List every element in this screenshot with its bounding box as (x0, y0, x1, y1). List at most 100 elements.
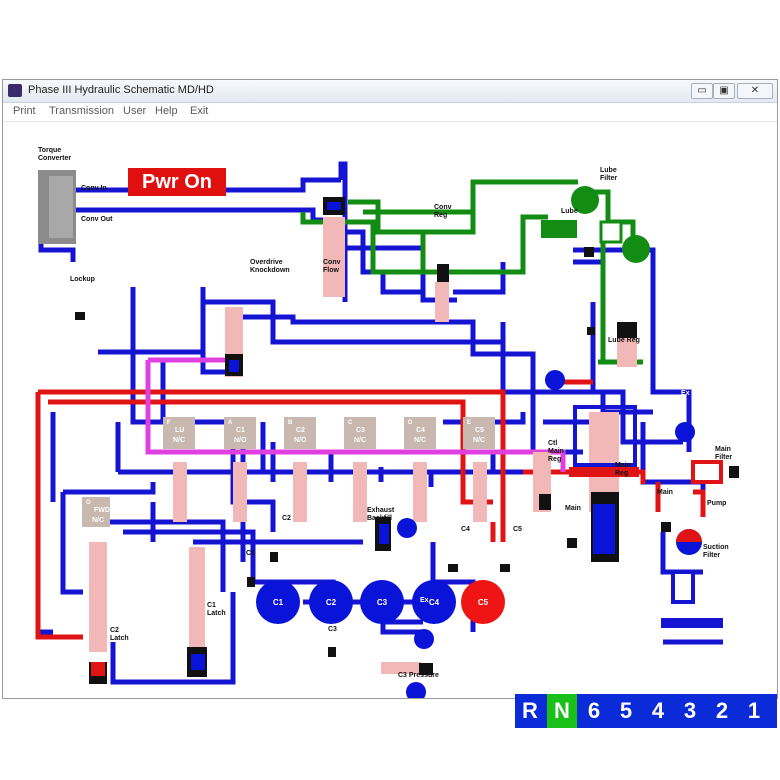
solenoid-state: N/C (473, 437, 485, 444)
control-pressure-lines (145, 357, 566, 472)
label-lube-mid: Lube (561, 208, 578, 215)
lu-valve (173, 462, 187, 522)
main-pressure-lines (35, 161, 723, 685)
main-reg-housing (573, 405, 637, 467)
suction-filter-icon (671, 570, 695, 604)
clutch-label: C2 (326, 598, 337, 607)
label-lube-right: Lube (626, 208, 643, 215)
label-c3-pressure: C3 Pressure (398, 672, 439, 679)
valve-detents (191, 202, 615, 670)
label-c5-port: C5 (513, 526, 522, 533)
conv-flow-valve (323, 217, 345, 297)
clutch-c3-icon[interactable] (360, 580, 404, 624)
solenoid-name: C4 (416, 427, 425, 434)
solenoid-name: LU (175, 427, 184, 434)
title-bar: Phase III Hydraulic Schematic MD/HD ▭ ▣ … (3, 80, 777, 103)
close-button[interactable]: ✕ (737, 83, 773, 99)
clutch-c1-icon[interactable] (256, 580, 300, 624)
torque-converter-icon (38, 170, 76, 244)
gear-4[interactable]: 4 (651, 698, 665, 723)
cooler-icon (541, 220, 577, 238)
conv-reg-valve (435, 282, 449, 322)
gear-2[interactable]: 2 (715, 698, 729, 723)
label-conv-in: Conv In (81, 185, 107, 192)
label-lube-reg: Lube Reg (608, 337, 640, 344)
solenoid-name: C5 (475, 427, 484, 434)
gear-selector: R N 6 5 4 3 2 1 (515, 694, 777, 728)
c5-valve (473, 462, 487, 522)
solenoid-state: N/C (414, 437, 426, 444)
label-ex-1: Ex (551, 338, 560, 345)
solenoid-letter: A (228, 420, 233, 426)
c4-valve (413, 462, 427, 522)
menu-exit[interactable]: Exit (190, 105, 209, 117)
clutch-c2-icon[interactable] (309, 580, 353, 624)
solenoid-name: C2 (296, 427, 305, 434)
main-filter-cap-icon (729, 466, 739, 478)
minimize-button[interactable]: ▭ (691, 83, 713, 99)
main-filter-icon (691, 460, 723, 484)
label-main-reg: Main Reg (615, 462, 631, 477)
menu-help[interactable]: Help (155, 105, 178, 117)
label-ex-3: Ex (403, 486, 412, 493)
port-markers (75, 312, 671, 657)
clutch-c5-icon[interactable] (461, 580, 505, 624)
label-c2-latch: C2 Latch (110, 627, 129, 642)
gear-3[interactable]: 3 (683, 698, 697, 723)
label-lube-filter: Lube Filter (600, 167, 618, 182)
ex-4-icon (414, 629, 434, 649)
gear-r[interactable]: R (522, 698, 538, 723)
label-sw: Sw (411, 650, 422, 657)
menu-transmission[interactable]: Transmission (49, 105, 114, 117)
lube-right-icon (622, 235, 650, 263)
label-conv-flow: Conv Flow (323, 259, 341, 274)
label-c2-port: C2 (282, 515, 291, 522)
solenoid-state: N/C (354, 437, 366, 444)
solenoid-state: N/O (294, 437, 307, 444)
label-main-filter: Main Filter (715, 446, 733, 461)
solenoid-state: N/C (173, 437, 185, 444)
menu-print[interactable]: Print (13, 105, 36, 117)
clutch-label: C5 (478, 598, 489, 607)
gear-n[interactable]: N (547, 694, 577, 728)
sw-icon (406, 682, 426, 698)
c1-latch-valve (189, 547, 205, 647)
label-conv-out: Conv Out (81, 216, 113, 223)
gear-5[interactable]: 5 (619, 698, 633, 723)
clutch-c4-icon[interactable] (412, 580, 456, 624)
c3-valve (353, 462, 367, 522)
ex-1-icon (545, 370, 565, 390)
ex-2-icon (675, 422, 695, 442)
c1-valve (233, 462, 247, 522)
label-conv-reg: Conv Reg (434, 204, 452, 219)
label-c1-port: C1 (246, 550, 255, 557)
app-icon (8, 84, 22, 97)
gear-6[interactable]: 6 (587, 698, 601, 723)
label-exhaust-backfill: Exhaust Backfill (367, 507, 395, 522)
gear-1[interactable]: 1 (747, 698, 761, 723)
power-status-badge[interactable]: Pwr On (128, 168, 226, 196)
solenoid-state: N/O (234, 437, 247, 444)
solenoid-bodies (82, 417, 495, 527)
label-cooler: Cooler (545, 190, 568, 197)
lube-mid-cap-icon (584, 247, 594, 257)
solenoid-letter: F (167, 420, 171, 426)
label-main-left: Main (565, 505, 581, 512)
lube-top-icon (571, 186, 599, 214)
restore-button[interactable]: ▣ (713, 83, 735, 99)
lube-filter-icon (599, 220, 623, 244)
label-c3-port: C3 (328, 626, 337, 633)
app-window: Phase III Hydraulic Schematic MD/HD ▭ ▣ … (2, 79, 778, 728)
ex-3-icon (397, 518, 417, 538)
label-c1-latch: C1 Latch (207, 602, 226, 617)
solenoid-name: C3 (356, 427, 365, 434)
label-suction-filter: Suction Filter (703, 544, 729, 559)
solenoid-letter: C (348, 420, 353, 426)
solenoid-letter: D (408, 420, 413, 426)
menu-user[interactable]: User (123, 105, 147, 117)
solenoid-state: N/C (92, 517, 104, 524)
label-c4-port: C4 (461, 526, 470, 533)
label-lube-top: Lube (575, 155, 592, 162)
